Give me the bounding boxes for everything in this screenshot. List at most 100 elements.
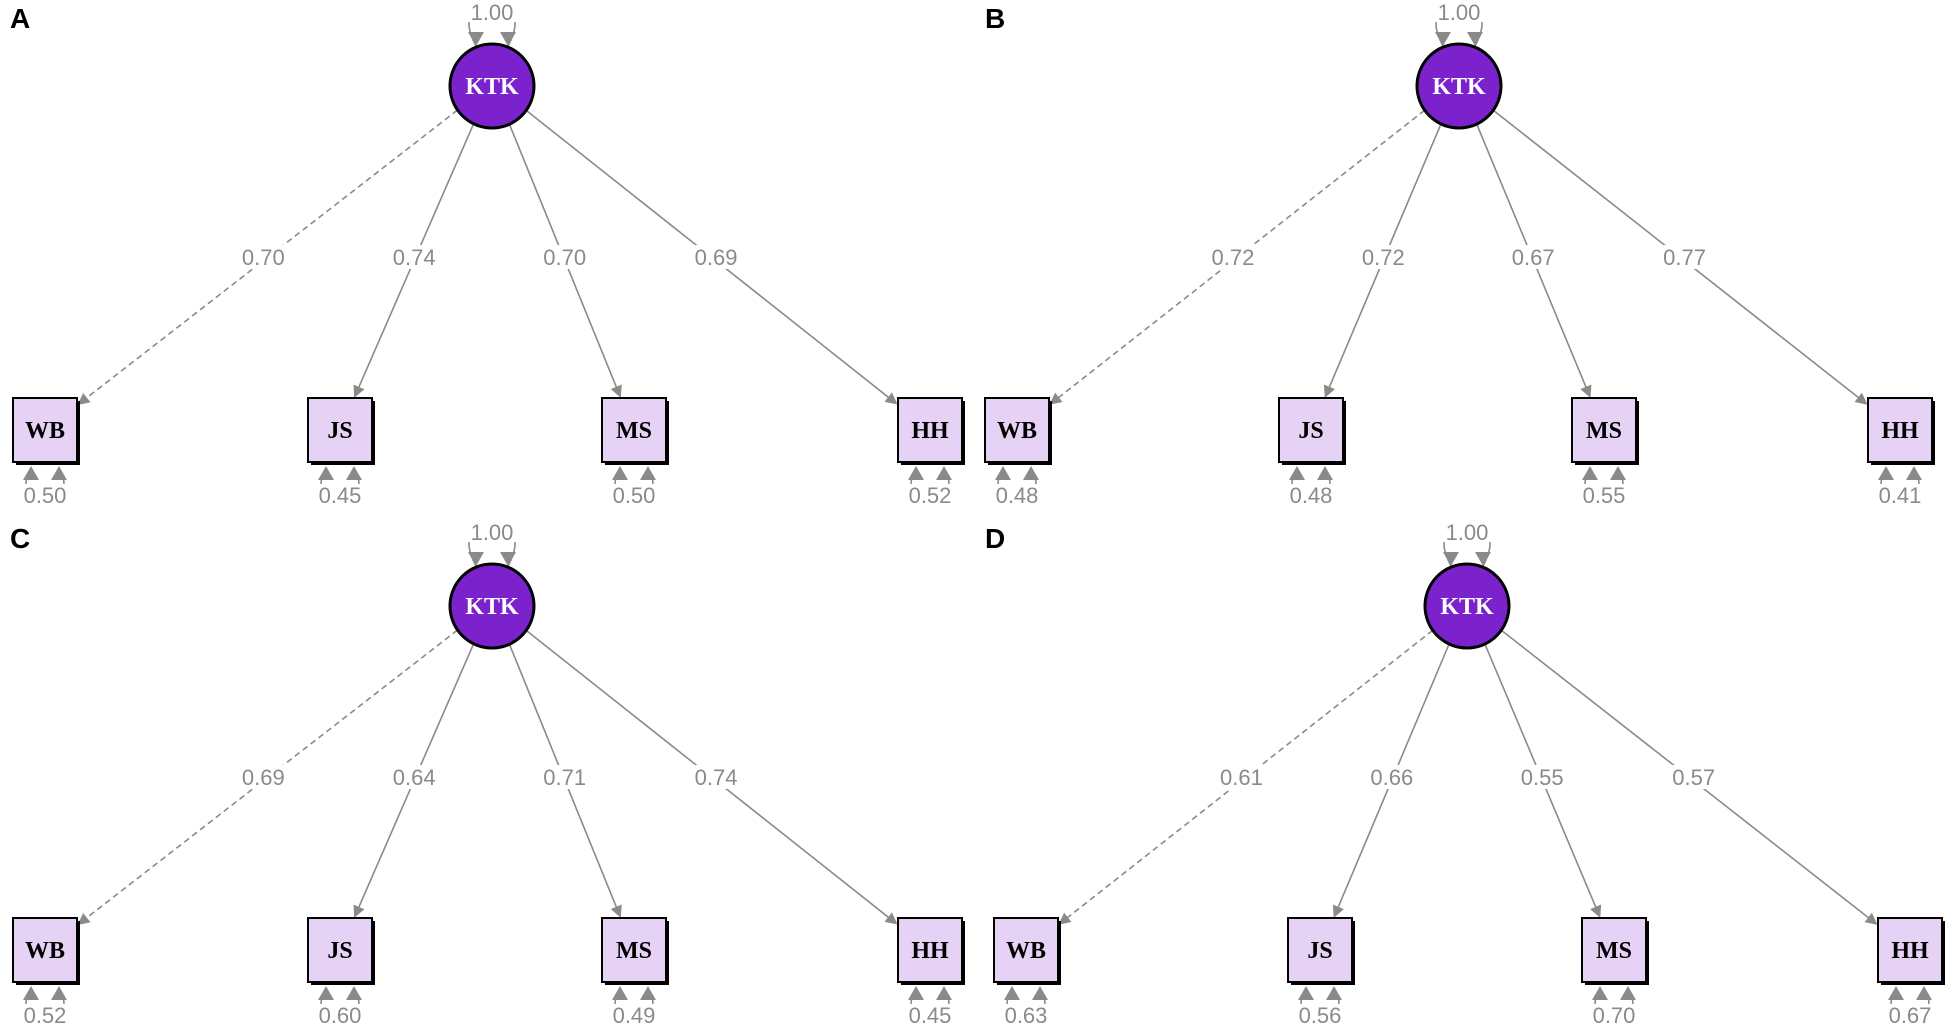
loading-path-wb: [1058, 629, 1434, 925]
coef-background: [692, 765, 741, 789]
residual-label-js: 0.56: [1299, 1003, 1342, 1028]
variance-arrow-left: [468, 552, 484, 566]
latent-node: [448, 42, 536, 130]
panel-letter: D: [985, 523, 1005, 554]
indicator-node-ms: [601, 917, 667, 983]
indicator-node-js: [1287, 917, 1353, 983]
loading-label-ms: 0.71: [543, 765, 586, 790]
coef-background: [1509, 245, 1558, 269]
coef-background: [692, 245, 741, 269]
loading-path-wb: [1049, 109, 1426, 405]
variance-background: [1443, 522, 1491, 542]
indicator-label: JS: [1298, 418, 1323, 444]
latent-node: [1415, 42, 1503, 130]
latent-label: KTK: [1440, 594, 1494, 620]
indicator-label: HH: [1891, 938, 1929, 964]
indicator-label: MS: [616, 938, 652, 964]
residual-arrow-right: [1317, 466, 1333, 480]
indicator-label: WB: [25, 938, 65, 964]
coef-background: [1518, 765, 1567, 789]
residual-label-ms: 0.70: [1593, 1003, 1636, 1028]
indicator-label: JS: [1307, 938, 1332, 964]
residual-background: [906, 484, 954, 506]
residual-label-wb: 0.63: [1005, 1003, 1048, 1028]
loading-label-js: 0.66: [1370, 765, 1413, 790]
indicator-node-js: [307, 397, 373, 463]
residual-arrow-left: [1888, 986, 1904, 1000]
residual-label-hh: 0.41: [1879, 483, 1922, 508]
residual-arrow-left: [23, 986, 39, 1000]
indicator-label: JS: [327, 938, 352, 964]
latent-node: [448, 562, 536, 650]
indicator-label: WB: [1006, 938, 1046, 964]
residual-arrow-left: [612, 466, 628, 480]
residual-label-hh: 0.45: [909, 1003, 952, 1028]
residual-background: [610, 484, 658, 506]
indicator-node-wb: [12, 397, 78, 463]
residual-arrow-right: [346, 986, 362, 1000]
residual-arrow-left: [995, 466, 1011, 480]
residual-arrow-right: [1906, 466, 1922, 480]
residual-arrow-left: [1289, 466, 1305, 480]
indicator-label: MS: [616, 418, 652, 444]
loading-label-wb: 0.69: [242, 765, 285, 790]
residual-background: [1296, 1004, 1344, 1026]
residual-background: [1876, 484, 1924, 506]
variance-arrow-left: [468, 32, 484, 46]
latent-node: [1423, 562, 1511, 650]
residual-arrow-right: [936, 466, 952, 480]
indicator-node-hh: [1867, 397, 1933, 463]
residual-arrow-right: [51, 986, 67, 1000]
loading-label-hh: 0.69: [695, 245, 738, 270]
panel-letter: B: [985, 3, 1005, 34]
residual-arrow-left: [908, 466, 924, 480]
coef-background: [390, 245, 439, 269]
residual-arrow-right: [936, 986, 952, 1000]
indicator-label: WB: [25, 418, 65, 444]
residual-arrow-left: [1582, 466, 1598, 480]
loading-label-wb: 0.70: [242, 245, 285, 270]
residual-background: [316, 484, 364, 506]
indicator-node-hh: [1877, 917, 1943, 983]
indicator-node-wb: [984, 397, 1050, 463]
indicator-node-hh: [897, 397, 963, 463]
residual-background: [1287, 484, 1335, 506]
variance-arrow-right: [1475, 552, 1491, 566]
residual-background: [610, 1004, 658, 1026]
loading-label-wb: 0.61: [1220, 765, 1263, 790]
latent-label: KTK: [1432, 74, 1486, 100]
residual-label-js: 0.60: [319, 1003, 362, 1028]
variance-arrow-left: [1435, 32, 1451, 46]
residual-arrow-left: [318, 466, 334, 480]
residual-label-ms: 0.55: [1583, 483, 1626, 508]
residual-arrow-right: [1610, 466, 1626, 480]
loading-label-js: 0.74: [393, 245, 436, 270]
residual-background: [906, 1004, 954, 1026]
loading-label-hh: 0.57: [1672, 765, 1715, 790]
latent-variance-label: 1.00: [471, 0, 514, 25]
indicator-label: MS: [1586, 418, 1622, 444]
residual-background: [21, 484, 69, 506]
coef-background: [390, 765, 439, 789]
indicator-label: MS: [1596, 938, 1632, 964]
loading-label-wb: 0.72: [1211, 245, 1254, 270]
indicator-node-wb: [993, 917, 1059, 983]
variance-background: [1435, 2, 1483, 22]
variance-background: [468, 2, 516, 22]
coef-background: [239, 765, 288, 789]
coef-background: [1669, 765, 1718, 789]
loading-label-hh: 0.77: [1663, 245, 1706, 270]
residual-arrow-left: [1298, 986, 1314, 1000]
coef-background: [540, 765, 589, 789]
indicator-node-ms: [1571, 397, 1637, 463]
loading-label-ms: 0.70: [543, 245, 586, 270]
indicator-node-js: [307, 917, 373, 983]
residual-background: [1886, 1004, 1934, 1026]
variance-background: [468, 522, 516, 542]
indicator-label: HH: [1881, 418, 1919, 444]
loading-label-js: 0.72: [1362, 245, 1405, 270]
loading-label-ms: 0.55: [1521, 765, 1564, 790]
